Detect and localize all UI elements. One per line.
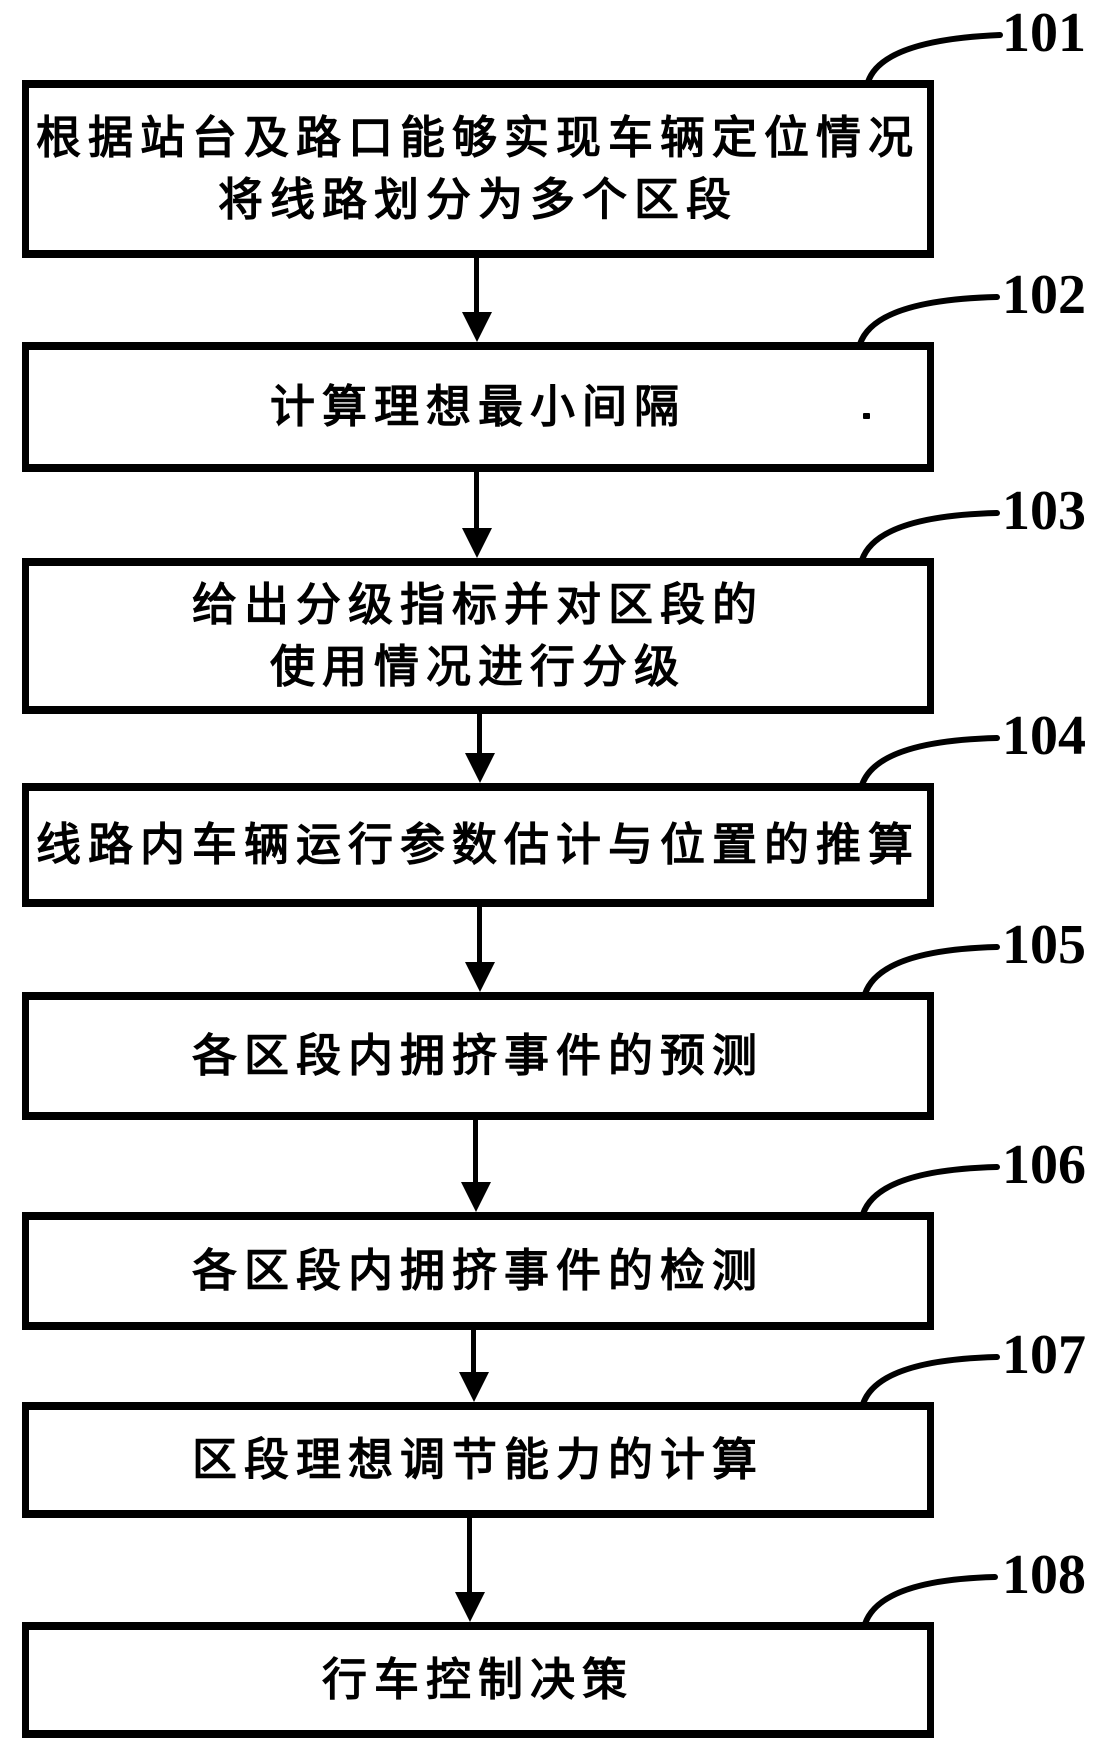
flow-arrow-shaft-103-104 <box>477 714 482 755</box>
leader-line-104 <box>859 735 1000 788</box>
down-arrowhead-icon <box>462 312 492 342</box>
down-arrowhead-icon <box>462 528 492 558</box>
flow-arrow-shaft-106-107 <box>471 1330 476 1374</box>
ref-label-105: 105 <box>1002 914 1086 976</box>
down-arrowhead-icon <box>455 1592 485 1622</box>
leader-line-106 <box>860 1164 1000 1217</box>
step-text-104: 线路内车辆运行参数估计与位置的推算 <box>35 818 920 871</box>
down-arrowhead-icon <box>459 1372 489 1402</box>
step-text-105: 各区段内拥挤事件的预测 <box>191 1029 764 1082</box>
down-arrowhead-icon <box>461 1182 491 1212</box>
step-text-101: 根据站台及路口能够实现车辆定位情况 将线路划分为多个区段 <box>35 111 920 226</box>
ref-label-101: 101 <box>1002 2 1086 64</box>
down-arrowhead-icon <box>465 753 495 783</box>
ref-label-104: 104 <box>1002 705 1086 767</box>
ref-label-102: 102 <box>1002 264 1086 326</box>
ref-label-108: 108 <box>1002 1544 1086 1606</box>
flow-arrow-shaft-104-105 <box>477 907 482 964</box>
step-box-106: 各区段内拥挤事件的检测 <box>22 1212 934 1330</box>
step-box-102: 计算理想最小间隔 <box>22 342 934 472</box>
flow-arrow-shaft-107-108 <box>467 1518 472 1594</box>
step-text-102: 计算理想最小间隔 <box>269 380 686 433</box>
ink-speck <box>863 413 870 419</box>
step-box-107: 区段理想调节能力的计算 <box>22 1402 934 1518</box>
step-box-101: 根据站台及路口能够实现车辆定位情况 将线路划分为多个区段 <box>22 80 934 258</box>
flow-arrow-shaft-105-106 <box>473 1120 478 1184</box>
leader-line-103 <box>859 510 1000 563</box>
step-box-104: 线路内车辆运行参数估计与位置的推算 <box>22 783 934 907</box>
flow-arrow-shaft-102-103 <box>474 472 479 530</box>
ref-label-106: 106 <box>1002 1134 1086 1196</box>
down-arrowhead-icon <box>465 962 495 992</box>
step-box-105: 各区段内拥挤事件的预测 <box>22 992 934 1120</box>
flow-arrow-shaft-101-102 <box>474 258 479 314</box>
leader-line-108 <box>862 1574 998 1627</box>
ref-label-103: 103 <box>1002 480 1086 542</box>
leader-line-107 <box>860 1354 1000 1407</box>
step-text-103: 给出分级指标并对区段的 使用情况进行分级 <box>191 578 764 693</box>
step-text-107: 区段理想调节能力的计算 <box>191 1433 764 1486</box>
leader-line-101 <box>865 32 1003 85</box>
step-text-108: 行车控制决策 <box>321 1653 634 1706</box>
step-text-106: 各区段内拥挤事件的检测 <box>191 1244 764 1297</box>
step-box-108: 行车控制决策 <box>22 1622 934 1738</box>
ref-label-107: 107 <box>1002 1324 1086 1386</box>
leader-line-105 <box>862 944 1000 997</box>
step-box-103: 给出分级指标并对区段的 使用情况进行分级 <box>22 558 934 714</box>
leader-line-102 <box>857 294 1000 347</box>
